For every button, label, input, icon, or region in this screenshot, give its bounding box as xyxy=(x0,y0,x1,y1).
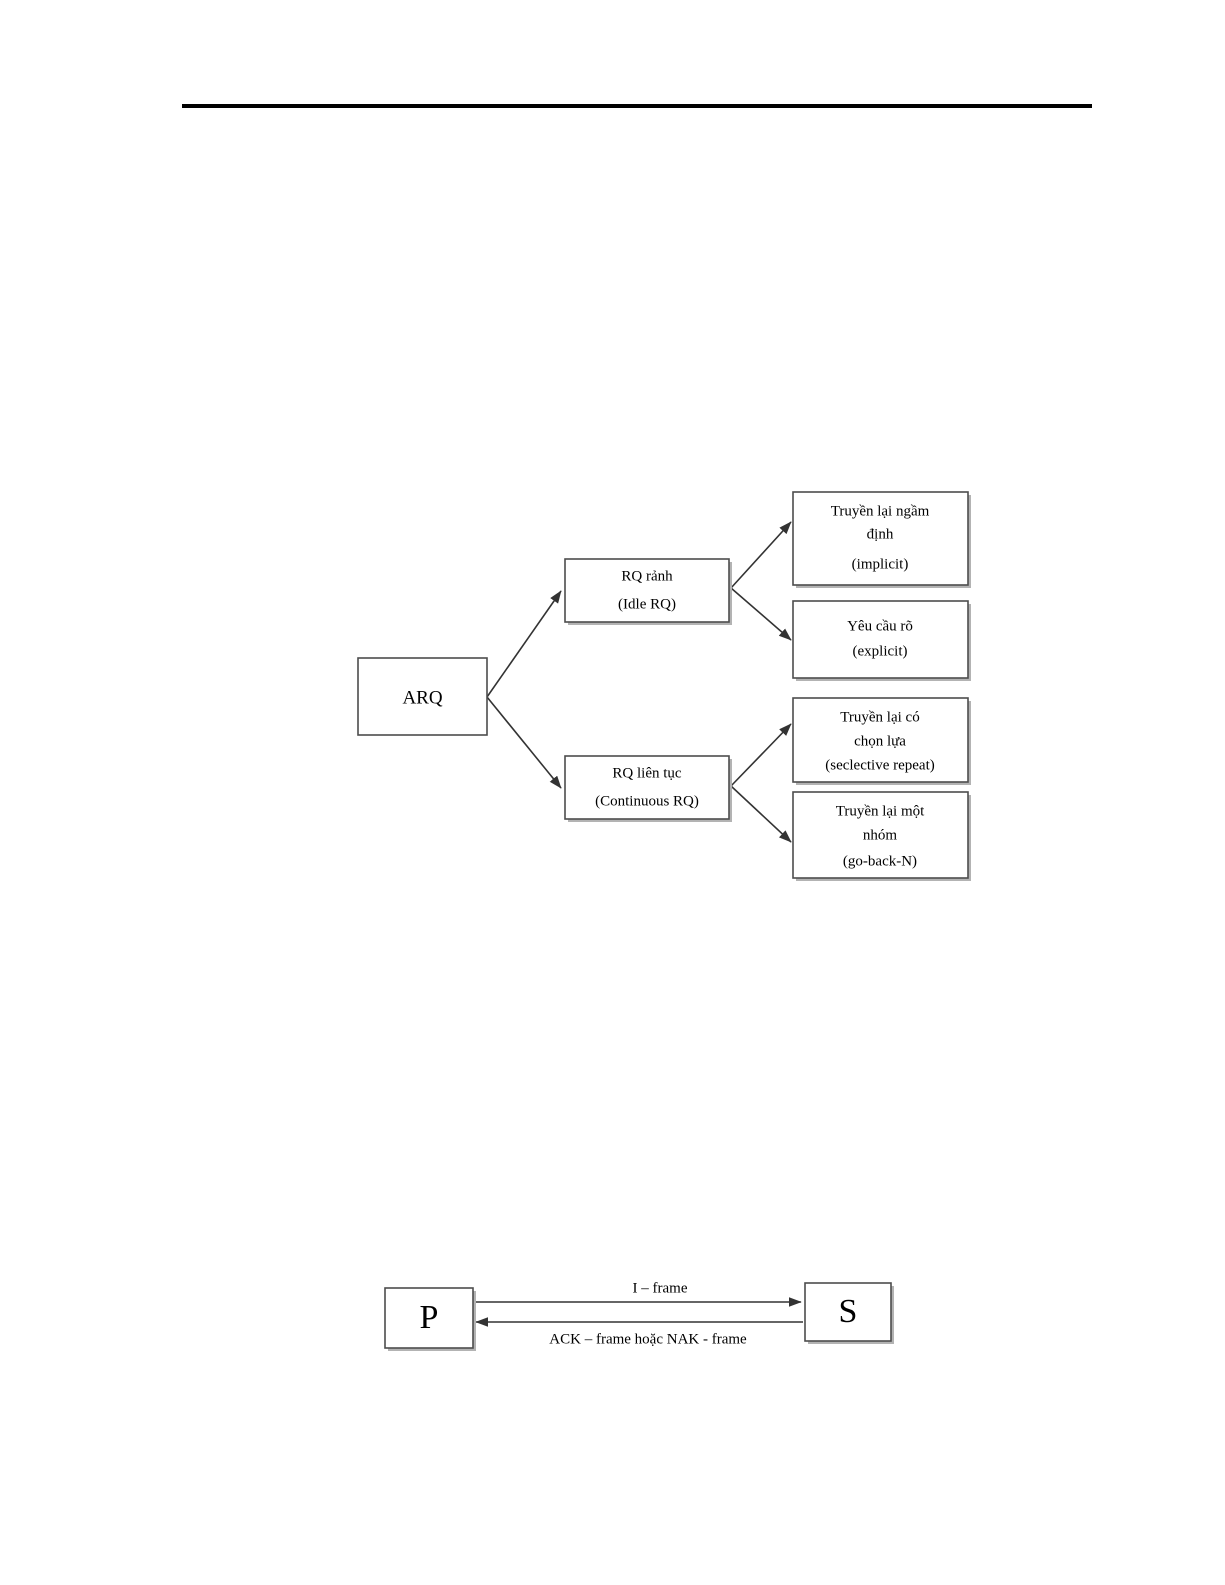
node-go-back-n-line2: nhóm xyxy=(863,827,898,843)
node-continuous-rq-line2: (Continuous RQ) xyxy=(595,793,699,809)
node-selective-repeat-line1: Truyền lại có xyxy=(840,709,919,725)
node-secondary-label: S xyxy=(839,1293,858,1330)
arq-classification-figure: ARQ RQ rảnh (Idle RQ) RQ liên tục (Conti… xyxy=(330,460,1010,900)
node-go-back-n-line3: (go-back-N) xyxy=(843,853,917,869)
header-rule xyxy=(182,104,1092,108)
connector-arq-to-idle-rq xyxy=(486,590,562,698)
node-selective-repeat[interactable]: Truyền lại có chọn lựa (seclective repea… xyxy=(792,697,971,785)
node-selective-repeat-line2: chọn lựa xyxy=(854,733,906,749)
node-continuous-rq-line1: RQ liên tục xyxy=(612,765,681,781)
connector-continuous-rq-to-selective-repeat xyxy=(730,723,792,787)
reverse-frame-label: ACK – frame hoặc NAK - frame xyxy=(549,1331,747,1347)
node-idle-rq-line1: RQ rảnh xyxy=(621,568,673,584)
node-implicit-line3: (implicit) xyxy=(852,556,909,572)
node-selective-repeat-line3: (seclective repeat) xyxy=(825,757,935,773)
node-primary-label: P xyxy=(420,1299,439,1336)
node-implicit[interactable]: Truyền lại ngầm định (implicit) xyxy=(792,491,971,588)
connector-arq-to-continuous-rq xyxy=(486,696,562,789)
node-explicit[interactable]: Yêu cầu rõ (explicit) xyxy=(792,600,971,681)
frame-exchange-figure: I – frame ACK – frame hoặc NAK - frame P… xyxy=(360,1250,920,1370)
node-arq[interactable]: ARQ xyxy=(357,657,488,736)
connector-idle-rq-to-implicit xyxy=(730,521,792,589)
node-go-back-n[interactable]: Truyền lại một nhóm (go-back-N) xyxy=(792,791,971,881)
node-secondary[interactable]: S xyxy=(804,1282,894,1344)
node-idle-rq-line2: (Idle RQ) xyxy=(618,596,676,612)
node-implicit-line1: Truyền lại ngầm xyxy=(831,503,930,519)
node-explicit-line2: (explicit) xyxy=(853,643,908,659)
node-primary[interactable]: P xyxy=(384,1287,476,1351)
node-continuous-rq[interactable]: RQ liên tục (Continuous RQ) xyxy=(564,755,732,822)
connector-idle-rq-to-explicit xyxy=(730,587,792,641)
node-implicit-line2: định xyxy=(867,526,894,542)
node-go-back-n-line1: Truyền lại một xyxy=(836,803,925,819)
connector-continuous-rq-to-go-back-n xyxy=(730,785,792,843)
node-arq-label: ARQ xyxy=(402,687,442,708)
node-explicit-line1: Yêu cầu rõ xyxy=(847,618,913,634)
node-idle-rq[interactable]: RQ rảnh (Idle RQ) xyxy=(564,558,732,625)
forward-frame-label: I – frame xyxy=(633,1280,688,1296)
